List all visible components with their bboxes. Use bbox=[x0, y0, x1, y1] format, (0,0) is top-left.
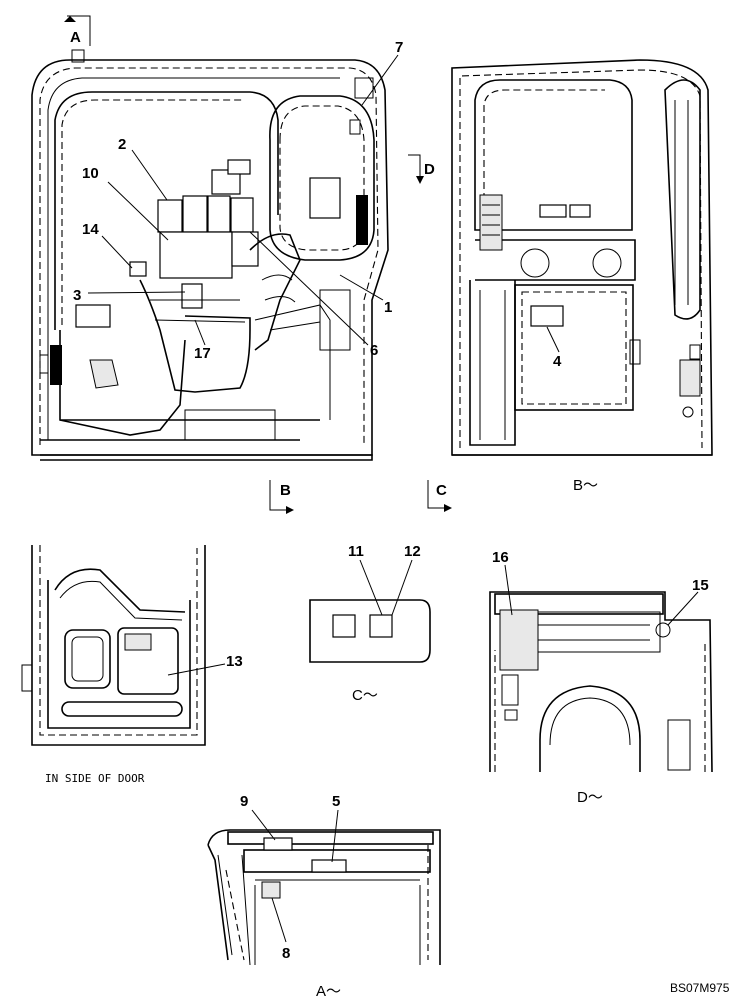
callout-17: 17 bbox=[194, 345, 211, 362]
callout-8: 8 bbox=[282, 945, 290, 962]
callout-6: 6 bbox=[370, 342, 378, 359]
view-b: D B～ bbox=[408, 59, 713, 494]
view-marker-d-label: D bbox=[424, 161, 435, 178]
callout-4: 4 bbox=[553, 353, 562, 370]
view-marker-c-label: C bbox=[436, 482, 447, 499]
view-marker-b-label: B bbox=[280, 482, 291, 499]
callout-10: 10 bbox=[82, 165, 99, 182]
view-a: A～ bbox=[207, 829, 441, 1000]
callout-3: 3 bbox=[73, 287, 81, 304]
view-marker-a-label: A bbox=[70, 29, 81, 46]
decal-cluster bbox=[129, 159, 259, 309]
callout-14: 14 bbox=[82, 221, 99, 238]
main-cab-view: A bbox=[31, 15, 389, 461]
drawing-code: BS07M975 bbox=[670, 981, 730, 995]
caption-door: IN SIDE OF DOOR bbox=[45, 772, 145, 785]
callout-7: 7 bbox=[395, 39, 403, 56]
view-c: C～ bbox=[309, 599, 431, 704]
caption-d: D～ bbox=[577, 789, 603, 806]
view-marker-a: A bbox=[64, 15, 91, 46]
view-marker-d: D bbox=[408, 154, 435, 184]
caption-a: A～ bbox=[316, 983, 341, 1000]
view-marker-c: C bbox=[427, 480, 452, 512]
callout-9: 9 bbox=[240, 793, 248, 810]
caption-b: B～ bbox=[573, 477, 598, 494]
callout-1: 1 bbox=[384, 299, 392, 316]
callout-16: 16 bbox=[492, 549, 509, 566]
view-d: D～ bbox=[489, 591, 713, 806]
callout-13: 13 bbox=[226, 653, 243, 670]
view-marker-b: B bbox=[269, 480, 294, 514]
callout-2: 2 bbox=[118, 136, 126, 153]
callout-5: 5 bbox=[332, 793, 340, 810]
callouts: 1 2 3 4 5 6 7 8 9 10 11 12 13 bbox=[73, 39, 709, 962]
callout-15: 15 bbox=[692, 577, 709, 594]
callout-12: 12 bbox=[404, 543, 421, 560]
callout-11: 11 bbox=[348, 543, 364, 560]
door-inside-view: IN SIDE OF DOOR bbox=[21, 545, 206, 785]
caption-c: C～ bbox=[352, 687, 378, 704]
